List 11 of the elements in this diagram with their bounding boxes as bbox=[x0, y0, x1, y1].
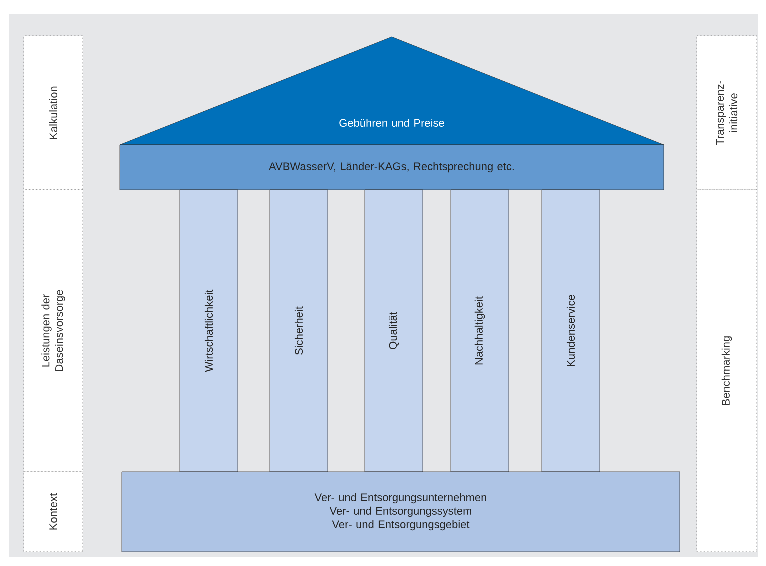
aspect-box: Transparenz- initiative bbox=[696, 36, 758, 190]
pillar: Wirtschaftlichkeit bbox=[180, 190, 238, 472]
beam-bar: AVBWasserV, Länder-KAGs, Rechtsprechung etc. bbox=[120, 144, 664, 190]
aspect-box: Kalkulation bbox=[24, 36, 84, 190]
pillar: Nachhaltigkeit bbox=[450, 190, 510, 472]
pillar: Sicherheit bbox=[270, 190, 328, 472]
foundation-box: Ver- und Entsorgungsunternehmen Ver- und Entsorgungssystem Ver- und Entsorgungsgebiet bbox=[122, 472, 680, 552]
pillar: Qualität bbox=[364, 190, 424, 472]
pillar: Kundenservice bbox=[542, 190, 600, 472]
aspect-box: Kontext bbox=[24, 472, 84, 552]
roof-triangle: Gebühren und Preise bbox=[120, 36, 664, 146]
